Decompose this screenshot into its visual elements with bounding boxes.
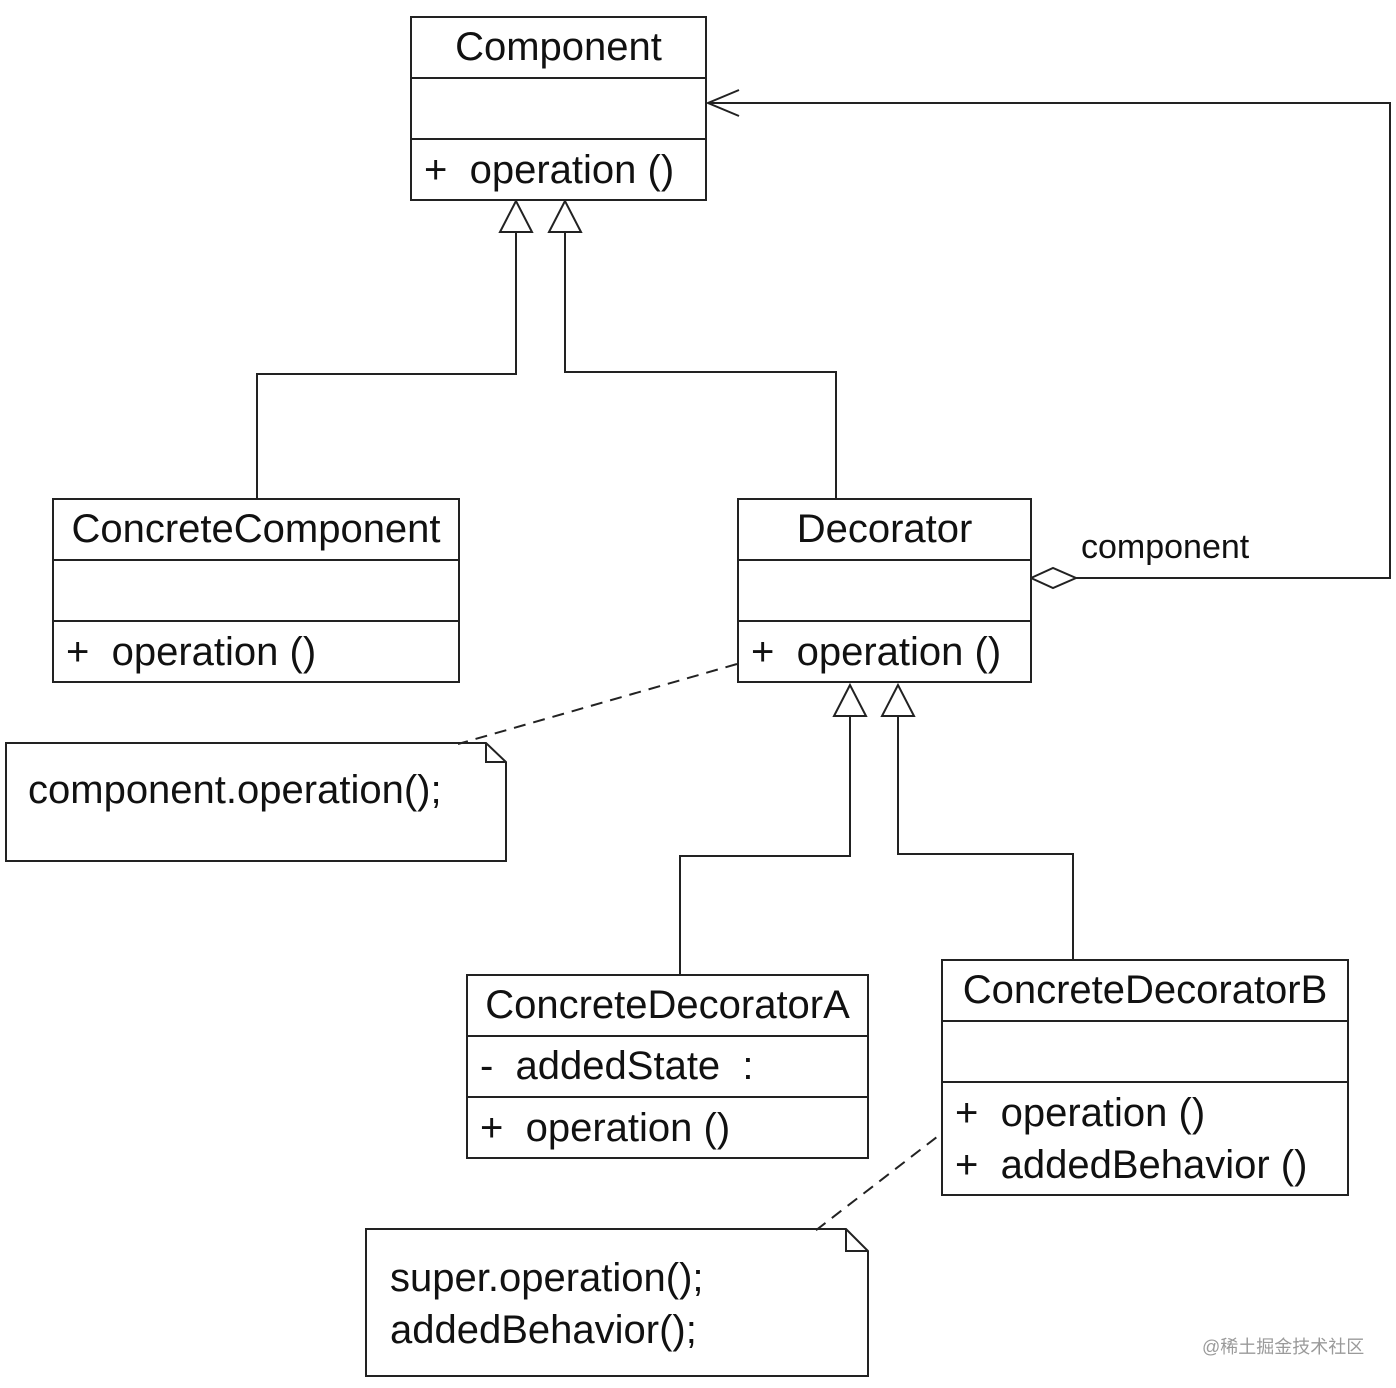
operation: + addedBehavior () bbox=[955, 1143, 1308, 1187]
aggregation-line bbox=[708, 102, 1391, 579]
attribute: - addedState : bbox=[480, 1044, 754, 1088]
class-name: Component bbox=[412, 18, 705, 79]
note-shape bbox=[5, 742, 507, 862]
class-name: Decorator bbox=[739, 500, 1030, 561]
note-fold bbox=[845, 1229, 868, 1252]
note-decorator: component.operation(); bbox=[28, 764, 442, 816]
note-decoratorb: super.operation(); addedBehavior(); bbox=[390, 1252, 704, 1356]
note-line: addedBehavior(); bbox=[390, 1308, 697, 1352]
class-name: ConcreteDecoratorA bbox=[468, 976, 867, 1037]
class-component[interactable]: Component + operation () bbox=[410, 16, 707, 201]
operation: + operation () bbox=[480, 1106, 731, 1150]
class-concretedecoratora[interactable]: ConcreteDecoratorA - addedState : + oper… bbox=[466, 974, 869, 1159]
note-fold bbox=[485, 743, 506, 763]
generalization-decoratora bbox=[679, 716, 851, 975]
attributes-compartment: - addedState : bbox=[468, 1037, 867, 1098]
operation: + operation () bbox=[66, 630, 317, 674]
operation: + operation () bbox=[424, 148, 675, 192]
class-decorator[interactable]: Decorator + operation () bbox=[737, 498, 1032, 683]
note-anchor-decorator bbox=[457, 663, 738, 745]
class-concretecomponent[interactable]: ConcreteComponent + operation () bbox=[52, 498, 460, 683]
generalization-concretecomponent bbox=[256, 232, 517, 498]
operation: + operation () bbox=[955, 1091, 1206, 1135]
attributes-compartment bbox=[412, 79, 705, 140]
class-concretedecoratorb[interactable]: ConcreteDecoratorB + operation () + adde… bbox=[941, 959, 1349, 1196]
generalization-decoratorb bbox=[897, 716, 1074, 960]
generalization-decorator bbox=[564, 232, 837, 498]
note-shape bbox=[365, 1228, 869, 1377]
generalization-arrowhead bbox=[832, 682, 868, 717]
aggregation-role-label: component bbox=[1081, 528, 1250, 566]
operations-compartment: + operation () bbox=[739, 622, 1030, 683]
generalization-arrowhead bbox=[547, 198, 583, 233]
attributes-compartment bbox=[54, 561, 458, 622]
operations-compartment: + operation () bbox=[468, 1098, 867, 1159]
class-name: ConcreteDecoratorB bbox=[943, 961, 1347, 1022]
class-name: ConcreteComponent bbox=[54, 500, 458, 561]
aggregation-diamond bbox=[1028, 566, 1079, 590]
operations-compartment: + operation () bbox=[412, 140, 705, 201]
note-anchor-decoratorb bbox=[814, 1112, 969, 1232]
operations-compartment: + operation () + addedBehavior () bbox=[943, 1083, 1347, 1195]
navigability-arrowhead bbox=[705, 89, 740, 117]
attributes-compartment bbox=[739, 561, 1030, 622]
operations-compartment: + operation () bbox=[54, 622, 458, 683]
generalization-arrowhead bbox=[498, 198, 534, 233]
operation: + operation () bbox=[751, 630, 1002, 674]
attributes-compartment bbox=[943, 1022, 1347, 1083]
generalization-arrowhead bbox=[880, 682, 916, 717]
note-line: super.operation(); bbox=[390, 1256, 704, 1300]
note-line: component.operation(); bbox=[28, 768, 442, 812]
watermark: @稀土掘金技术社区 bbox=[1202, 1337, 1365, 1357]
